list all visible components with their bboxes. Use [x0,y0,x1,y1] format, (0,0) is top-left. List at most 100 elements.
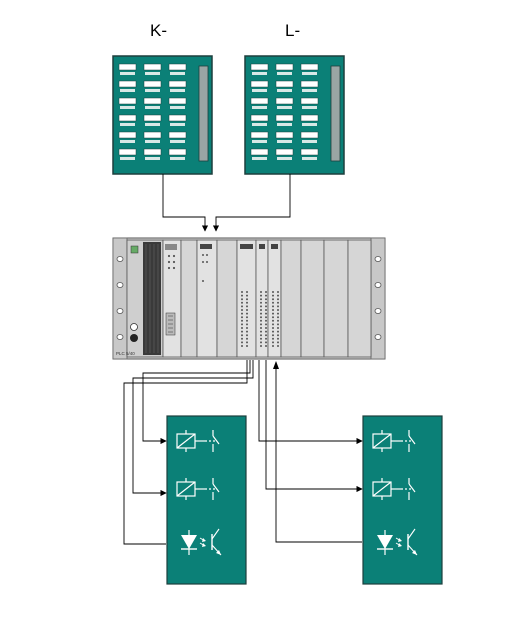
keypad-panel-l [244,55,345,175]
keypad-l-key-label [277,140,292,143]
processor-module [162,239,182,358]
keypad-l-key [250,114,269,122]
io-led [272,337,274,340]
io-led [265,337,267,340]
io-led [246,319,248,322]
keypad-k-buttons [118,63,187,160]
keypad-l-key-label [277,72,292,75]
io-led [241,316,243,319]
io-led [272,319,274,322]
io-led [277,327,279,329]
io-led [277,341,279,344]
keypad-k-key [143,148,162,156]
io-led [265,309,267,311]
keypad-k-key-label [170,89,185,92]
wire-k-to-rack [162,174,209,232]
io-led [246,291,248,293]
io-led [277,323,279,326]
keypad-k-key-label [120,89,135,92]
keypad-l-key-label [252,140,267,143]
io-led [260,309,262,311]
io-led [246,298,248,301]
keypad-l-key [275,148,294,156]
keypad-k-key [168,97,187,105]
keypad-l-key [300,63,319,71]
keypad-l-key [250,131,269,139]
io-led [265,301,267,304]
keypad-k-key-label [170,106,185,109]
io-led [277,330,279,333]
io-led [246,301,248,304]
wire-right-relay-1 [258,360,363,445]
keypad-k-key [118,131,137,139]
wire-left-relay-2 [132,360,254,497]
io-card-latch [259,244,265,249]
io-led [265,291,267,293]
keypad-l-key [250,148,269,156]
keypad-l-key [250,80,269,88]
keypad-k-key [168,63,187,71]
io-led [265,327,267,329]
optocoupler-icon [181,528,222,556]
io-led [260,323,262,326]
keypad-k-connector [198,65,209,162]
keypad-l-key-label [277,157,292,160]
keypad-l-key-label [302,157,317,160]
output-module-right [362,415,443,585]
power-led [130,245,139,254]
keypad-l-key [300,148,319,156]
io-led [265,330,267,333]
io-led [265,305,267,308]
keypad-k-key [143,63,162,71]
relay-icon [372,478,416,500]
io-led [241,301,243,304]
keypad-k-key-label [170,123,185,126]
io-card-latch [240,244,253,249]
keypad-l-key [275,63,294,71]
keypad-l-key [275,80,294,88]
keypad-l-key [300,97,319,105]
wire-right-opto-arrow [273,361,279,369]
io-led [241,294,243,297]
io-led [272,312,274,315]
io-led [277,298,279,301]
keypad-k-key-label [120,106,135,109]
io-led [265,312,267,315]
keypad-l-key-label [302,89,317,92]
io-led [260,327,262,329]
io-led [265,316,267,319]
io-led [260,305,262,308]
keypad-k-key-label [145,123,160,126]
io-led [277,337,279,340]
wire-left-opto [123,360,248,545]
keypad-l-connector [330,65,341,162]
keypad-l-key [275,131,294,139]
keypad-k-key-label [170,157,185,160]
io-led [265,294,267,297]
io-led [265,334,267,337]
blank-slot [216,239,238,358]
io-led [277,316,279,319]
io-led [272,327,274,329]
keypad-l-key [250,63,269,71]
io-led [277,312,279,315]
keypad-k-key [143,97,162,105]
keypad-k-key [168,80,187,88]
io-led [272,298,274,301]
keypad-k-key-label [170,140,185,143]
keypad-l-key-label [252,72,267,75]
io-led [246,327,248,329]
io-led [265,319,267,322]
keypad-k-key [168,148,187,156]
power-knob [130,334,138,342]
keypad-l-key-label [277,89,292,92]
io-led [241,305,243,308]
io-card-latch [271,244,278,249]
keypad-l-key-label [302,72,317,75]
power-switch [130,323,138,331]
io-led [272,316,274,319]
io-led [260,341,262,344]
keypad-k-key [118,63,137,71]
io-led [265,298,267,301]
